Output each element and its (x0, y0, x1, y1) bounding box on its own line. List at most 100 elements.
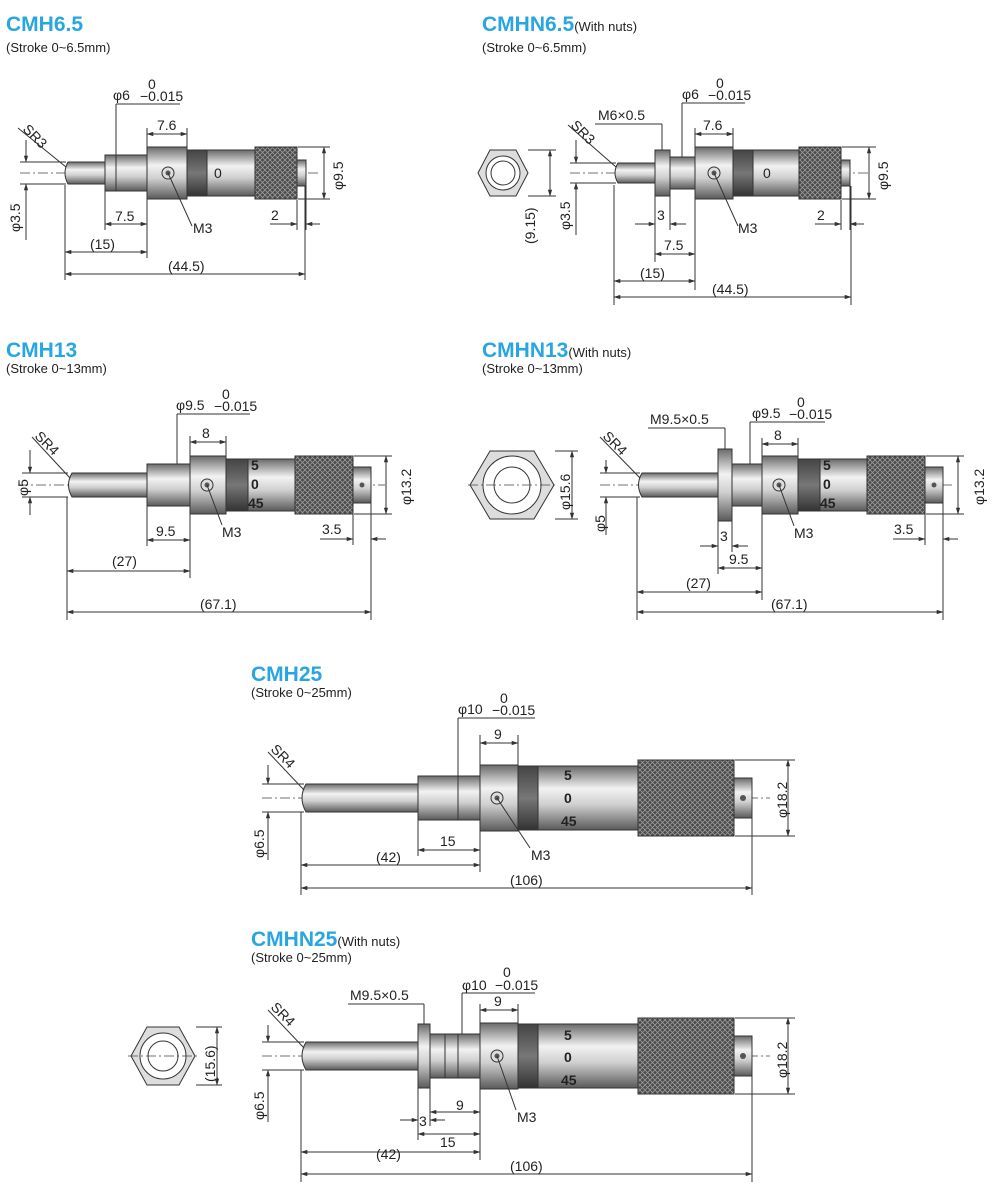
tol-low: −0.015 (492, 702, 535, 718)
tol-low: −0.015 (214, 398, 257, 414)
tol-up: 0 (148, 76, 156, 92)
nut-thread: M6×0.5 (598, 107, 645, 123)
nut-thread: M9.5×0.5 (650, 411, 709, 427)
svg-text:0: 0 (763, 165, 771, 181)
dim-overall: (67.1) (200, 596, 237, 612)
dim-reach: (27) (686, 575, 711, 591)
screw-label: M3 (738, 220, 758, 236)
dim-shank-dia: φ6 (682, 86, 699, 102)
tol-up: 0 (797, 394, 805, 410)
dim-thimble-dia: φ9.5 (875, 161, 891, 190)
scale-0: 0 (564, 790, 572, 806)
dim-width: 7.6 (157, 117, 177, 133)
sr-label: SR3 (568, 117, 599, 148)
screw-label: M3 (222, 524, 242, 540)
drawing-cmhn6-5: (9.15) 0 (44.5) (15) 7.5 3 M6×0.5 7.6 (477, 75, 891, 305)
scale-0: 0 (823, 476, 831, 492)
sr-label: SR3 (20, 121, 51, 152)
scale-45: 45 (561, 813, 577, 829)
stroke-cmhn13: (Stroke 0~13mm) (482, 361, 583, 376)
screw-label: M3 (193, 220, 213, 236)
dim-nut-th: 3 (657, 207, 665, 223)
screw-label: M3 (517, 1109, 537, 1125)
svg-text:0: 0 (214, 165, 222, 181)
dim-thimble-dia: φ13.2 (398, 468, 414, 505)
title-cmh6-5: CMH6.5 (6, 13, 84, 36)
title-cmhn25: CMHN25(With nuts) (251, 928, 401, 951)
title-cmhn13: CMHN13(With nuts) (482, 339, 632, 362)
stroke-cmhn25: (Stroke 0~25mm) (251, 950, 352, 965)
dim-reach: (15) (640, 265, 665, 281)
drawing-cmh13: 5 0 45 (67.1) (27) 9.5 8 φ9.5 0 −0.015 M… (15, 386, 414, 620)
tol-up: 0 (222, 386, 230, 402)
stroke-cmh25: (Stroke 0~25mm) (251, 685, 352, 700)
scale-5: 5 (251, 457, 259, 473)
drawing-cmh25: 5 0 45 (106) (42) 15 9 φ10 0 −0.015 M3 φ… (251, 690, 795, 895)
sr-label: SR4 (268, 741, 299, 772)
dim-shank-len: 9.5 (729, 551, 749, 567)
dim-width: 8 (774, 427, 782, 443)
dim-thimble-dia: φ9.5 (330, 161, 346, 190)
dim-reach: (15) (90, 236, 115, 252)
dim-spindle-dia: φ6.5 (251, 1091, 267, 1120)
scale-5: 5 (823, 457, 831, 473)
dim-spindle-dia: φ6.5 (251, 829, 267, 858)
dim-nut-size: (9.15) (522, 207, 538, 244)
dim-overall: (106) (510, 1158, 543, 1174)
drawing-cmhn25: (15.6) 5 0 45 (106) (42) 15 3 9 M9 (128, 964, 795, 1182)
scale-0: 0 (564, 1049, 572, 1065)
dim-spindle-dia: φ5 (15, 479, 31, 496)
dim-nut-th: 3 (720, 528, 728, 544)
screw-label: M3 (794, 525, 814, 541)
scale-5: 5 (564, 767, 572, 783)
dim-shank-len: 9 (456, 1097, 464, 1113)
dim-width: 7.6 (703, 117, 723, 133)
sr-label: SR4 (268, 999, 299, 1030)
dim-shank-dia: φ9.5 (176, 397, 205, 413)
dim-overall: (106) (510, 872, 543, 888)
stroke-cmhn6-5: (Stroke 0~6.5mm) (482, 40, 587, 55)
dim-shank-len: 7.5 (664, 237, 684, 253)
dim-nut-size: φ15.6 (557, 473, 573, 510)
dim-spindle-dia: φ3.5 (7, 203, 23, 232)
nut-thread: M9.5×0.5 (350, 987, 409, 1003)
dim-thimble-dia: φ13.2 (971, 468, 987, 505)
dim-reach: (42) (376, 1146, 401, 1162)
sr-label: SR4 (32, 428, 63, 459)
dim-shank-dia: φ9.5 (752, 405, 781, 421)
tol-low: −0.015 (495, 977, 538, 993)
dim-end-len: 3.5 (322, 521, 342, 537)
dim-shank-len: 7.5 (115, 208, 135, 224)
tol-low: −0.015 (789, 406, 832, 422)
dim-reach: (27) (112, 553, 137, 569)
title-cmh25: CMH25 (251, 663, 323, 686)
drawing-cmhn13: φ15.6 5 0 45 (67.1) (27) 9.5 3 M9.5×0.5 (468, 394, 987, 620)
dim-shank-dia: φ10 (458, 701, 483, 717)
dim-width: 8 (202, 425, 210, 441)
dim-overall: (44.5) (712, 281, 749, 297)
scale-45: 45 (248, 495, 264, 511)
dim-shank-dia: φ6 (113, 87, 130, 103)
dim-shank-len-2: 15 (440, 1134, 456, 1150)
tol-low: −0.015 (708, 87, 751, 103)
dim-end-len: 2 (817, 207, 825, 223)
dim-spindle-dia: φ3.5 (557, 201, 573, 230)
stroke-cmh6-5: (Stroke 0~6.5mm) (6, 40, 111, 55)
title-cmh13: CMH13 (6, 339, 78, 362)
tol-up: 0 (716, 75, 724, 91)
dim-width: 9 (494, 993, 502, 1009)
tol-up: 0 (500, 690, 508, 706)
dim-shank-dia: φ10 (462, 977, 487, 993)
dim-width: 9 (494, 726, 502, 742)
drawing-cmh6-5: 0 (44.5) (15) 7.5 7.6 φ6 0 −0.015 M3 2 φ (7, 76, 346, 280)
dim-shank-len: 9.5 (156, 523, 176, 539)
dim-shank-len: 15 (440, 833, 456, 849)
sr-label: SR4 (600, 428, 631, 459)
dim-thimble-dia: φ18.2 (774, 781, 790, 818)
tol-up: 0 (503, 964, 511, 980)
dim-overall: (67.1) (771, 596, 808, 612)
stroke-cmh13: (Stroke 0~13mm) (6, 361, 107, 376)
scale-45: 45 (820, 495, 836, 511)
dim-nut-size: (15.6) (202, 1045, 218, 1082)
scale-0: 0 (251, 476, 259, 492)
